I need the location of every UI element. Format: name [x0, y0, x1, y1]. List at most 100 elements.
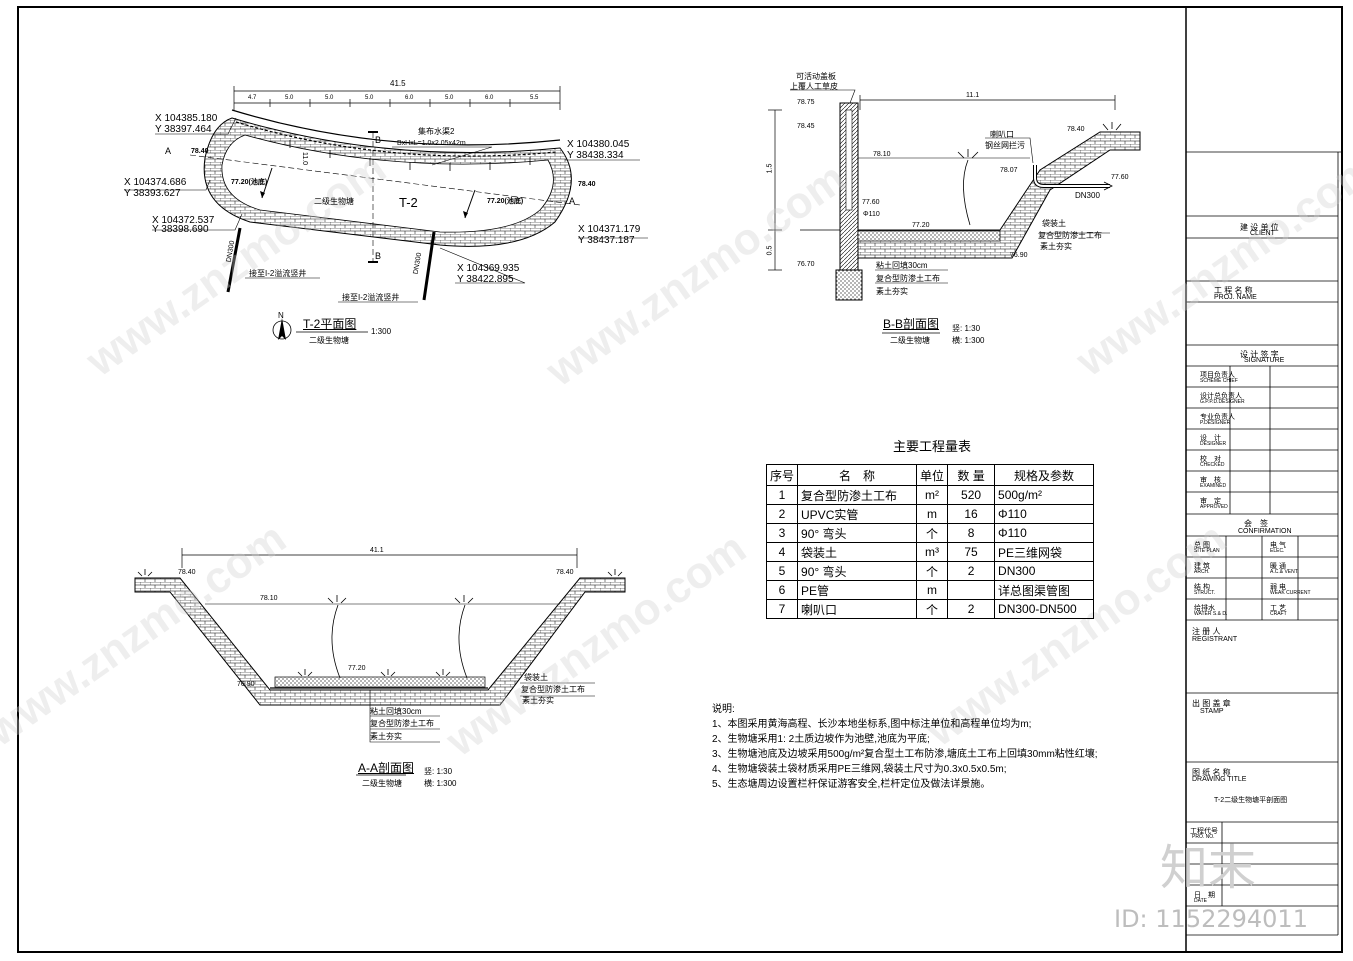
col-header: 规格及参数	[994, 464, 1095, 486]
bb-elev: 77.60	[1111, 174, 1129, 181]
bb-dim-v: 0.5	[766, 245, 774, 256]
aa-bottom-label: 素土夯实	[370, 732, 402, 741]
table-row: 1 复合型防渗土工布 m² 520 500g/m²	[765, 485, 1095, 505]
coord-y: Y 38398.690	[152, 224, 209, 235]
cell: 1	[765, 485, 799, 505]
title-block	[1186, 151, 1342, 936]
coord-y: Y 38438.334	[567, 150, 624, 161]
tb-role-en: G.P.P.D.DESIGNER	[1200, 399, 1245, 405]
cell: 2	[947, 561, 996, 581]
plan-dim: 5.0	[325, 95, 334, 101]
tb-reg-en: REGISTRANT	[1192, 636, 1238, 643]
bb-pipe-label: Φ110	[863, 211, 880, 218]
cell: 4	[765, 542, 799, 562]
tb-role-cn: 审 定	[1200, 498, 1221, 505]
tb-disc-cn: 建 筑	[1194, 563, 1210, 570]
sheet-border	[17, 6, 1343, 953]
tb-role-en: DESIGNER	[1200, 441, 1227, 447]
cell	[947, 580, 996, 600]
plan-view	[124, 86, 648, 340]
aa-bottom-label: 粘土回填30cm	[370, 707, 422, 716]
cell: PE管	[797, 580, 918, 600]
bb-elev: 78.75	[797, 99, 815, 106]
aa-dim-total: 41.1	[370, 547, 384, 554]
cell: 500g/m²	[994, 485, 1095, 505]
plan-dim: 5.0	[285, 95, 294, 101]
note-item: 1、本图采用黄海高程、长沙本地坐标系,图中标注单位和高程单位均为m;	[712, 719, 1032, 730]
elev-marker: 77.20(池底)	[487, 198, 524, 205]
tb-disc-cn: 弱 电	[1270, 584, 1286, 591]
plan-note: 接至I-2溢流竖井	[249, 269, 307, 278]
aa-layer-label: 复合型防渗土工布	[521, 685, 585, 694]
tb-reg-cn: 注 册 人	[1192, 627, 1221, 636]
note-item: 5、生态塘周边设置栏杆保证游客安全,栏杆定位及做法详景施。	[712, 779, 991, 790]
cell: 个	[916, 599, 949, 619]
notes-heading: 说明:	[712, 704, 735, 715]
tb-client-en: CLIENT	[1250, 230, 1275, 237]
tb-disc-en: WATER S.& D.	[1194, 611, 1228, 617]
bb-section	[768, 89, 1141, 334]
col-header: 数 量	[947, 464, 996, 486]
cell: UPVC实管	[797, 504, 918, 524]
note-item: 3、生物塘池底及边坡采用500g/m²复合型土工布防渗,塘底土工布上回填30mm…	[712, 749, 1098, 760]
plan-dim: 5.0	[365, 95, 374, 101]
bb-elev: 78.40	[1067, 126, 1085, 133]
aa-scale-v: 竖: 1:30	[424, 767, 453, 776]
section-mark-b: B	[375, 251, 382, 261]
aa-elev: 77.20	[348, 665, 366, 672]
cell: PE三维网袋	[994, 542, 1095, 562]
tb-projno-cn: 工程代号	[1190, 828, 1218, 835]
tb-dt-en: DRAWING TITLE	[1192, 776, 1247, 783]
bb-layer-label: 复合型防渗土工布	[1038, 231, 1102, 240]
cell: 2	[765, 504, 799, 524]
coord-x: X 104380.045	[567, 139, 630, 150]
cell: 520	[947, 485, 996, 505]
bb-layer-label: 素土夯实	[1040, 242, 1072, 251]
plan-dim: 5.5	[530, 95, 539, 101]
section-mark-b: B	[375, 135, 382, 145]
aa-elev: 78.40	[556, 569, 574, 576]
brand-logo: 知末	[1160, 840, 1257, 896]
cell: 8	[947, 523, 996, 543]
plan-dim-total: 41.5	[390, 79, 406, 88]
plan-title: T-2平面图	[303, 317, 357, 331]
coord-y: Y 38437.187	[578, 235, 635, 246]
cell: 6	[765, 580, 799, 600]
tb-role-cn: 审 核	[1200, 477, 1221, 484]
tb-disc-en: CRAFT	[1270, 611, 1287, 617]
tb-disc-cn: 总 图	[1194, 542, 1210, 549]
bb-top-note: 可活动盖板	[796, 72, 836, 81]
cell: 16	[947, 504, 996, 524]
tb-disc-en: SITE PLAN	[1194, 548, 1220, 554]
aa-bottom-label: 复合型防渗土工布	[370, 719, 434, 728]
coord-x: X 104374.686	[124, 177, 187, 188]
col-header: 名 称	[797, 464, 918, 486]
tb-dt-cn: 图 纸 名 称	[1192, 768, 1231, 777]
aa-layer-label: 袋装土	[524, 673, 548, 682]
cell: 75	[947, 542, 996, 562]
cell: Φ110	[994, 504, 1095, 524]
north-label: N	[278, 311, 284, 320]
image-id: ID: 1152294011	[1114, 905, 1308, 933]
width-dim: 11.0	[301, 151, 309, 166]
cell: 2	[947, 599, 996, 619]
bb-subtitle: 二级生物塘	[890, 336, 930, 345]
bb-scale-h: 横: 1:300	[952, 336, 985, 345]
coord-y: Y 38393.627	[124, 188, 181, 199]
plan-scale: 1:300	[371, 327, 392, 336]
tb-proj-en: PROJ. NAME	[1214, 294, 1257, 301]
table-row: 3 90° 弯头 个 8 Φ110	[765, 523, 1095, 543]
table-row: 2 UPVC实管 m 16 Φ110	[765, 504, 1095, 524]
coord-y: Y 38422.895	[457, 274, 514, 285]
pond-desc: 二级生物塘	[314, 197, 354, 206]
bb-wall-label: 粘土回填30cm	[876, 261, 928, 270]
cell: m	[916, 504, 949, 524]
bb-elev: 78.07	[1000, 167, 1018, 174]
bb-elev: 77.20	[912, 222, 930, 229]
bb-elev: 78.10	[873, 151, 891, 158]
cell: 5	[765, 561, 799, 581]
bb-layer-label: 袋装土	[1042, 219, 1066, 228]
elev-marker: 78.40	[578, 181, 596, 188]
tb-client-cn: 建 设 单 位	[1240, 223, 1279, 232]
